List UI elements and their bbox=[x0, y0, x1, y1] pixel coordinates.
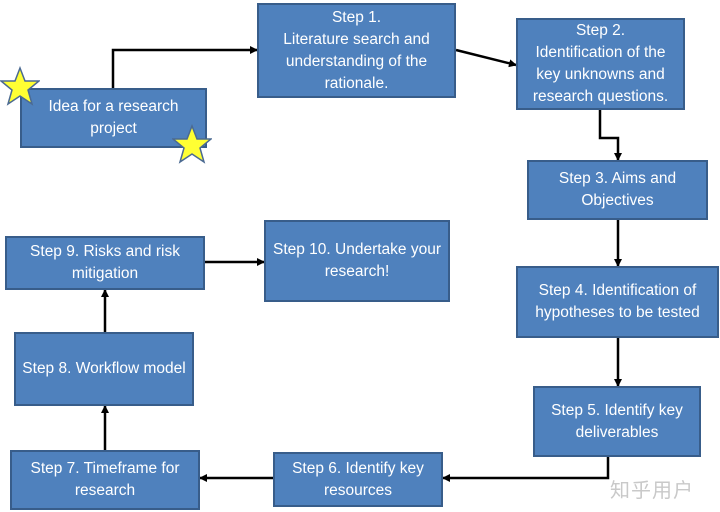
arrow-step5-to-step6 bbox=[442, 457, 610, 482]
node-step-7: Step 7. Timeframe for research bbox=[10, 450, 200, 510]
node-step-10: Step 10. Undertake your research! bbox=[264, 220, 450, 302]
node-step-8: Step 8. Workflow model bbox=[14, 332, 194, 406]
node-step-1: Step 1. Literature search and understand… bbox=[257, 3, 456, 98]
node-idea: Idea for a research project bbox=[20, 88, 207, 148]
node-step-3: Step 3. Aims and Objectives bbox=[527, 160, 708, 220]
arrow-idea-to-step1 bbox=[111, 46, 258, 88]
arrow-step2-to-step3 bbox=[598, 110, 622, 161]
watermark: 知乎用户 bbox=[610, 478, 694, 502]
star-icon bbox=[0, 66, 40, 106]
node-step-2: Step 2. Identification of the key unknow… bbox=[516, 18, 685, 110]
node-step-5: Step 5. Identify key deliverables bbox=[533, 386, 701, 457]
node-step-4: Step 4. Identification of hypotheses to … bbox=[516, 266, 719, 338]
node-step-9: Step 9. Risks and risk mitigation bbox=[5, 236, 205, 290]
star-icon bbox=[172, 124, 212, 164]
node-step-6: Step 6. Identify key resources bbox=[273, 452, 443, 507]
arrow-step1-to-step2 bbox=[455, 48, 517, 68]
